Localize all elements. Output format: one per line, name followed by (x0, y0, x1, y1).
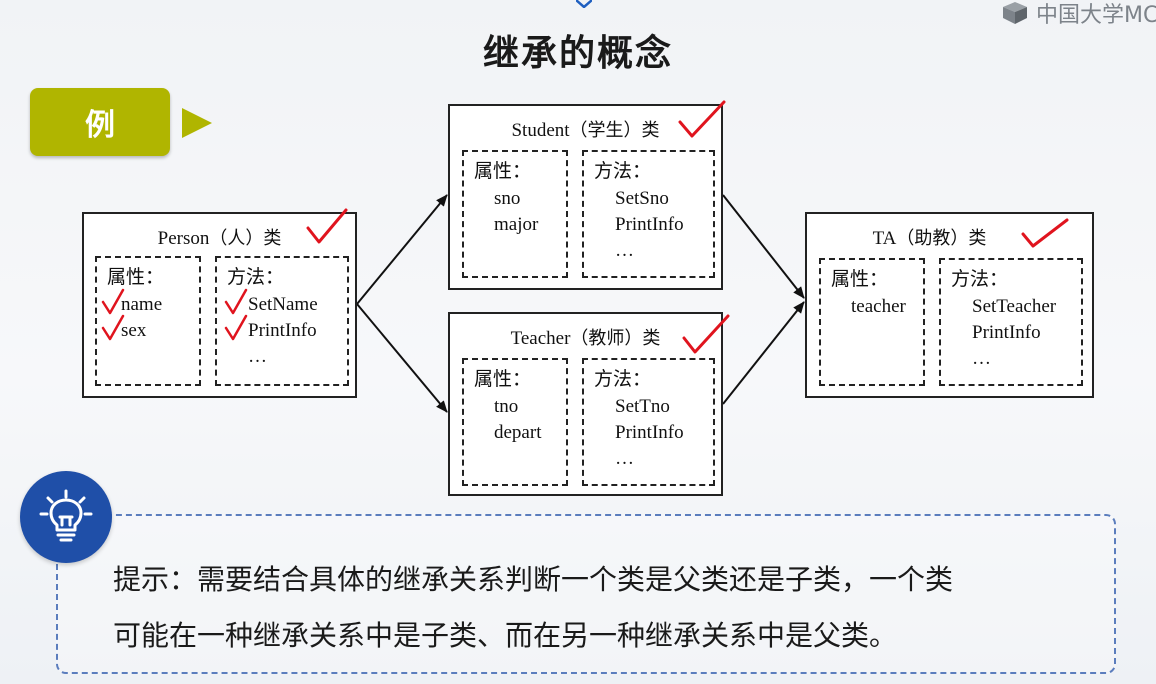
arrow-person-student (356, 194, 448, 305)
attributes-box: 属性： tno depart (462, 358, 568, 486)
checkmark-icon (1021, 218, 1069, 248)
method-item: … (615, 448, 634, 469)
checkmark-icon (678, 100, 726, 138)
arrow-teacher-ta (722, 301, 805, 405)
logo: 中国大学MC (1000, 0, 1156, 28)
class-zh: （人）类 (209, 228, 282, 249)
method-item: PrintInfo (615, 214, 684, 235)
attributes-box: 属性： name sex (95, 256, 201, 386)
method-item: PrintInfo (615, 422, 684, 443)
attribute-item: sno (494, 188, 521, 209)
checkmark-icon (224, 288, 248, 315)
checkmark-icon (682, 314, 730, 354)
attribute-item: depart (494, 422, 542, 443)
method-item: … (615, 240, 634, 261)
class-name: Teacher (510, 328, 571, 349)
methods-box: 方法： SetTno PrintInfo … (582, 358, 715, 486)
attributes-heading: 属性： (831, 268, 889, 290)
class-student: Student（学生）类 属性： sno major 方法： SetSno Pr… (448, 100, 726, 290)
attribute-item: name (101, 288, 199, 318)
checkmark-icon (101, 288, 125, 315)
class-zh: （教师）类 (570, 328, 661, 349)
attribute-item: teacher (851, 296, 906, 317)
methods-box: 方法： SetTeacher PrintInfo … (939, 258, 1083, 386)
class-zh: （学生）类 (569, 120, 660, 141)
attributes-heading: 属性： (107, 266, 165, 288)
hint-text-line2: 可能在一种继承关系中是子类、而在另一种继承关系中是父类。 (113, 619, 898, 652)
method-item: PrintInfo (224, 314, 347, 344)
class-zh: （助教）类 (896, 228, 987, 249)
arrow-student-ta (722, 194, 805, 299)
class-title: Person（人）类 (84, 224, 355, 250)
methods-heading: 方法： (227, 266, 285, 288)
methods-heading: 方法： (594, 368, 652, 390)
class-title: Student（学生）类 (450, 116, 721, 142)
attribute-item: major (494, 214, 539, 235)
class-name: TA (872, 228, 897, 249)
class-title: TA（助教）类 (787, 224, 1072, 250)
method-item: … (248, 346, 267, 367)
class-ta: TA（助教）类 属性： teacher 方法： SetTeacher Print… (805, 212, 1094, 398)
method-item: SetTeacher (972, 296, 1057, 317)
attributes-heading: 属性： (474, 368, 532, 390)
triangle-right-icon (182, 108, 212, 138)
logo-text: 中国大学MC (1036, 3, 1156, 28)
chevron-down-icon (576, 0, 592, 8)
attribute-item: tno (494, 396, 519, 417)
attribute-item: sex (101, 314, 199, 344)
class-person: Person（人）类 属性： name sex 方法： SetName Prin… (82, 208, 357, 398)
methods-heading: 方法： (594, 160, 652, 182)
methods-box: 方法： SetName PrintInfo … (215, 256, 349, 386)
arrow-person-teacher (356, 303, 448, 413)
class-name: Student (511, 120, 570, 141)
method-item: SetSno (615, 188, 669, 209)
hint-box: 提示：需要结合具体的继承关系判断一个类是父类还是子类，一个类 可能在一种继承关系… (56, 514, 1116, 674)
class-title: Teacher（教师）类 (450, 324, 721, 350)
method-item: SetName (224, 288, 347, 318)
class-teacher: Teacher（教师）类 属性： tno depart 方法： SetTno P… (448, 312, 730, 496)
example-label: 例 (30, 88, 170, 156)
class-name: Person (157, 228, 210, 249)
attributes-box: 属性： sno major (462, 150, 568, 278)
logo-icon (1003, 2, 1027, 24)
checkmark-icon (224, 314, 248, 341)
method-item: PrintInfo (972, 322, 1041, 343)
method-item: … (972, 348, 991, 369)
attributes-heading: 属性： (474, 160, 532, 182)
checkmark-icon (101, 314, 125, 341)
attributes-box: 属性： teacher (819, 258, 925, 386)
page-title: 继承的概念 (482, 33, 673, 74)
methods-heading: 方法： (951, 268, 1009, 290)
methods-box: 方法： SetSno PrintInfo … (582, 150, 715, 278)
lightbulb-icon (20, 471, 112, 563)
method-item: SetTno (615, 396, 670, 417)
checkmark-icon (306, 208, 348, 244)
hint-text-line1: 提示：需要结合具体的继承关系判断一个类是父类还是子类，一个类 (113, 563, 954, 596)
